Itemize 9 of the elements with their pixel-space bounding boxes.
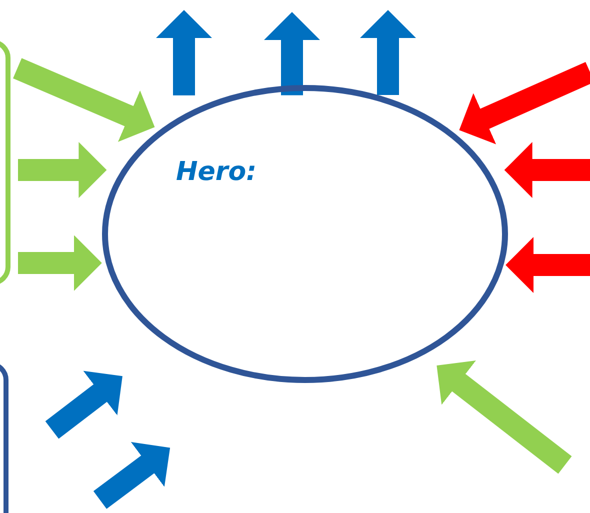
block-arrow [504, 142, 590, 198]
block-arrow [264, 12, 320, 96]
block-arrow [506, 237, 590, 293]
block-arrow [18, 142, 107, 198]
block-arrow [156, 10, 212, 96]
oval-outline [102, 85, 508, 383]
block-arrow [18, 235, 102, 291]
hero-label: Hero: [176, 157, 256, 187]
block-arrow [360, 10, 416, 96]
